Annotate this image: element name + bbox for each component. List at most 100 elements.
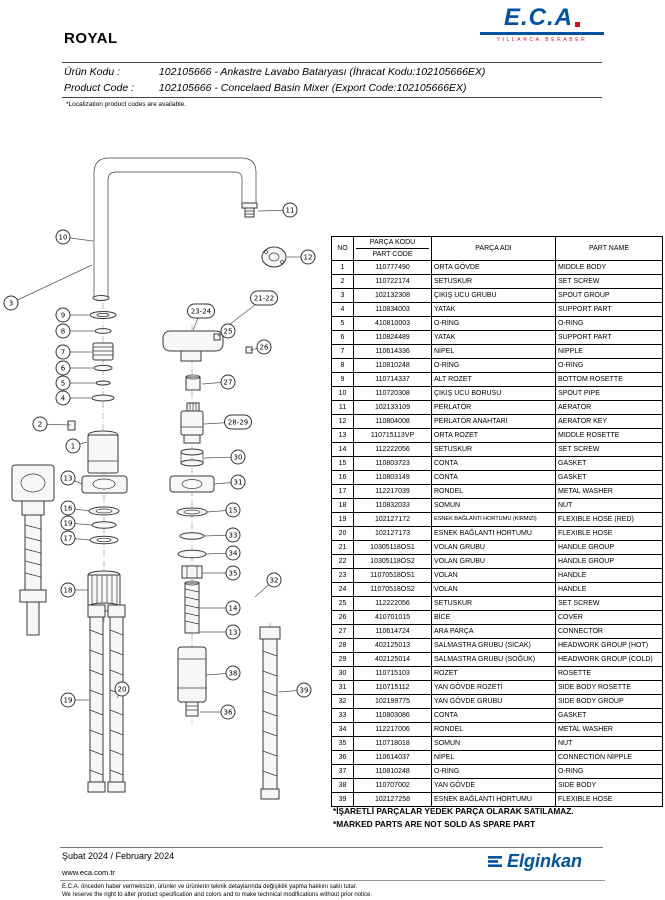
svg-text:28-29: 28-29 [228, 419, 248, 427]
centerline-left [102, 303, 271, 795]
header-name-en: PART NAME [555, 236, 663, 261]
svg-text:34: 34 [229, 550, 238, 558]
eca-logo-red-dot-icon [575, 22, 580, 27]
callout-26: 26 [249, 339, 272, 355]
cell-name-tr: ALT ROZET [431, 372, 556, 387]
cell-name-en: BOTTOM ROSETTE [555, 372, 663, 387]
table-row: 22 10305118OS2 VOLAN GRUBU HANDLE GROUP [331, 554, 663, 569]
table-row: 5 410810003 O-RİNG O-RING [331, 316, 663, 331]
spout-mount-stack-drawing [67, 311, 119, 474]
cell-code: 110715113VP [353, 428, 432, 443]
table-row: 24 11070518OS2 VOLAN HANDLE [331, 582, 663, 597]
cell-no: 16 [331, 470, 354, 485]
callout-4: 4 [55, 390, 91, 406]
disclaimer-tr: E.C.A. önceden haber vermeksizin, ürünle… [62, 884, 358, 890]
cell-name-tr: ORTA ROZET [431, 428, 556, 443]
callout-3: 3 [3, 264, 93, 311]
cell-code: 110722174 [353, 274, 432, 289]
footer-website-link[interactable]: www.eca.com.tr [62, 868, 115, 877]
table-row: 19 102127172 ESNEK BAĞLANTI HORTUMU (KIR… [331, 512, 663, 527]
header-name-tr: PARÇA ADI [431, 236, 556, 261]
table-row: 25 112222056 SETUSKUR SET SCREW [331, 596, 663, 611]
header-part-code-tr: PARÇA KODU [356, 238, 429, 249]
cell-no: 5 [331, 316, 354, 331]
cell-no: 28 [331, 638, 354, 653]
table-row: 3 102132308 ÇIKIŞ UCU GRUBU SPOUT GROUP [331, 288, 663, 303]
svg-text:7: 7 [61, 349, 65, 357]
header-no: NO [331, 236, 354, 261]
cell-code: 402125013 [353, 638, 432, 653]
cell-code: 110834003 [353, 302, 432, 317]
cell-code: 110803086 [353, 708, 432, 723]
svg-text:35: 35 [229, 570, 238, 578]
callout-13: 13 [199, 624, 241, 640]
localization-note: *Localization product codes are availabl… [66, 101, 186, 108]
cell-name-en: CONNECTOR [555, 624, 663, 639]
eca-logo-wordmark: E.C.A [480, 5, 604, 35]
cell-name-tr: YAN GÖVDE [431, 778, 556, 793]
cell-code: 112222056 [353, 596, 432, 611]
callout-8: 8 [55, 323, 94, 339]
svg-text:31: 31 [234, 479, 243, 487]
cell-code: 11070518OS1 [353, 568, 432, 583]
callout-33: 33 [203, 527, 241, 543]
cell-code: 10305118OS1 [353, 540, 432, 555]
product-code-row-en: Product Code : 102105666 - Concelaed Bas… [64, 81, 485, 97]
divider-bottom [62, 97, 602, 98]
svg-text:19: 19 [64, 697, 73, 705]
table-row: 31 110715112 YAN GÖVDE ROZETİ SIDE BODY … [331, 680, 663, 695]
svg-text:39: 39 [300, 687, 309, 695]
mid-rosette-stack-drawing [81, 475, 128, 612]
cell-no: 27 [331, 624, 354, 639]
cell-name-en: FLEXIBLE HOSE [555, 526, 663, 541]
cell-no: 20 [331, 526, 354, 541]
cell-code: 110718018 [353, 736, 432, 751]
cell-code: 110614037 [353, 750, 432, 765]
cell-code: 110810248 [353, 358, 432, 373]
cell-name-tr: SALMASTRA GRUBU (SICAK) [431, 638, 556, 653]
footnotes: *İŞARETLİ PARÇALAR YEDEK PARÇA OLARAK SA… [333, 805, 574, 831]
header-part-code-en: PART CODE [372, 251, 413, 258]
table-row: 16 110803149 CONTA GASKET [331, 470, 663, 485]
cell-name-tr: SETUSKUR [431, 274, 556, 289]
eca-logo: E.C.A YILLARCA BERABER [480, 5, 604, 43]
table-row: 26 410701015 BİCE COVER [331, 610, 663, 625]
cell-name-tr: VOLAN [431, 568, 556, 583]
cell-no: 25 [331, 596, 354, 611]
cell-no: 6 [331, 330, 354, 345]
table-row: 37 110810248 O-RİNG O-RING [331, 764, 663, 779]
cell-name-tr: PERLATÖR [431, 400, 556, 415]
cell-name-tr: YATAK [431, 302, 556, 317]
callout-38: 38 [205, 665, 241, 681]
callout-27: 27 [201, 374, 236, 390]
cell-code: 410701015 [353, 610, 432, 625]
cell-name-tr: O-RİNG [431, 764, 556, 779]
header-part-code: PARÇA KODU PART CODE [353, 236, 432, 261]
parts-table: NO PARÇA KODU PART CODE PARÇA ADI PART N… [331, 236, 663, 807]
svg-text:23-24: 23-24 [191, 308, 212, 316]
cell-name-en: GASKET [555, 470, 663, 485]
cell-name-tr: VOLAN GRUBU [431, 540, 556, 555]
table-row: 39 102127258 ESNEK BAĞLANTI HORTUMU FLEX… [331, 792, 663, 807]
product-code-label-tr: Ürün Kodu : [64, 66, 121, 78]
svg-text:18: 18 [64, 587, 73, 595]
cell-name-en: AERATOR [555, 400, 663, 415]
cell-no: 7 [331, 344, 354, 359]
hose-drawings [87, 604, 281, 800]
svg-text:15: 15 [229, 507, 238, 515]
cell-code: 110803723 [353, 456, 432, 471]
svg-text:5: 5 [61, 380, 65, 388]
cell-no: 14 [331, 442, 354, 457]
cell-name-tr: VOLAN GRUBU [431, 554, 556, 569]
callout-16: 16 [60, 500, 90, 516]
cell-code: 402125014 [353, 652, 432, 667]
elginkan-logo-text: Elginkan [507, 851, 583, 871]
cell-code: 110714337 [353, 372, 432, 387]
svg-text:25: 25 [224, 328, 233, 336]
callout-7: 7 [55, 344, 92, 360]
footnote-tr: *İŞARETLİ PARÇALAR YEDEK PARÇA OLARAK SA… [333, 806, 574, 816]
cell-no: 32 [331, 694, 354, 709]
table-row: 15 110803723 CONTA GASKET [331, 456, 663, 471]
cell-code: 112222056 [353, 442, 432, 457]
callout-20: 20 [114, 681, 130, 699]
